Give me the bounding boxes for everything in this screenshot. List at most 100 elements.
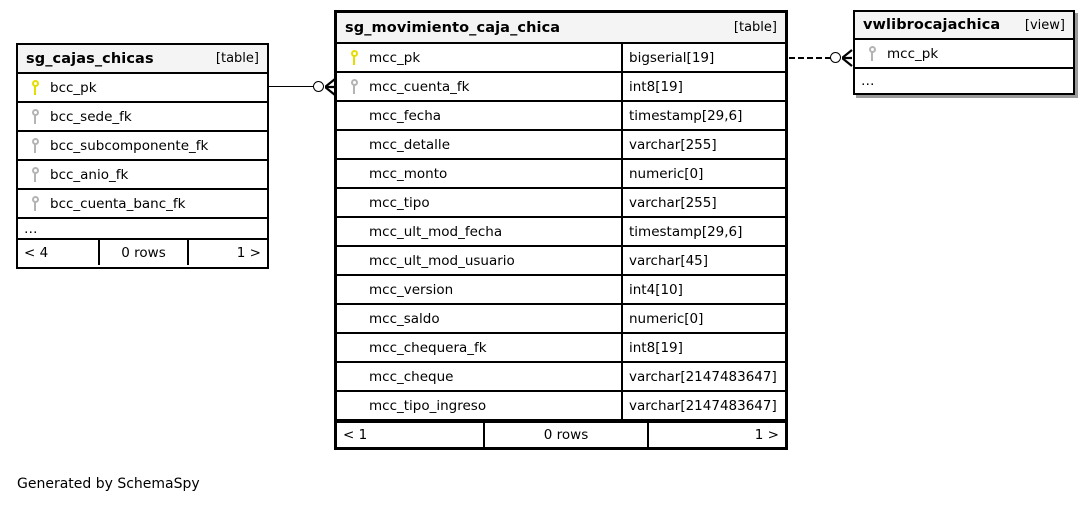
column-type: int8[19] <box>621 334 785 361</box>
more-columns-indicator: … <box>18 219 267 240</box>
column-type: varchar[255] <box>621 131 785 158</box>
generated-by-caption: Generated by SchemaSpy <box>17 476 200 492</box>
table-row[interactable]: bcc_subcomponente_fk <box>18 132 267 161</box>
table-vwlibrocajachica[interactable]: vwlibrocajachica [view] mcc_pk … <box>853 10 1075 95</box>
column-name: mcc_chequera_fk <box>369 339 487 356</box>
table-row[interactable]: mcc_tipo_ingreso varchar[2147483647] <box>337 392 785 421</box>
table-row[interactable]: mcc_cuenta_fk int8[19] <box>337 73 785 102</box>
table-sg_cajas_chicas[interactable]: sg_cajas_chicas [table] bcc_pk bcc_sede_… <box>16 43 269 269</box>
primary-key-icon <box>343 50 365 65</box>
column-type: varchar[2147483647] <box>621 363 785 390</box>
footer-parents-count[interactable]: < 4 <box>24 244 49 261</box>
optional-marker-icon <box>830 52 841 63</box>
column-cell: mcc_tipo <box>337 189 621 216</box>
column-name: mcc_cuenta_fk <box>369 78 470 95</box>
optional-marker-icon <box>313 81 324 92</box>
column-name: bcc_sede_fk <box>50 108 132 125</box>
column-type: varchar[255] <box>621 189 785 216</box>
table-row[interactable]: mcc_detalle varchar[255] <box>337 131 785 160</box>
footer-children-count[interactable]: 1 > <box>187 240 267 265</box>
column-cell: mcc_version <box>337 276 621 303</box>
column-cell: mcc_detalle <box>337 131 621 158</box>
table-row[interactable]: mcc_version int4[10] <box>337 276 785 305</box>
column-name: mcc_saldo <box>369 310 440 327</box>
view-kind-badge: [view] <box>1024 17 1065 33</box>
table-footer: < 4 0 rows 1 > <box>18 240 267 265</box>
column-cell: mcc_chequera_fk <box>337 334 621 361</box>
column-cell: mcc_tipo_ingreso <box>337 392 621 419</box>
table-kind-badge: [table] <box>733 20 777 35</box>
column-name: mcc_ult_mod_usuario <box>369 252 515 269</box>
column-type: numeric[0] <box>621 305 785 332</box>
table-row[interactable]: mcc_saldo numeric[0] <box>337 305 785 334</box>
column-type: int4[10] <box>621 276 785 303</box>
table-kind-badge: [table] <box>215 51 259 66</box>
column-name: mcc_version <box>369 281 454 298</box>
column-name: bcc_anio_fk <box>50 166 129 183</box>
column-name: mcc_ult_mod_fecha <box>369 223 503 240</box>
table-row[interactable]: mcc_cheque varchar[2147483647] <box>337 363 785 392</box>
table-row[interactable]: mcc_tipo varchar[255] <box>337 189 785 218</box>
table-row[interactable]: mcc_ult_mod_fecha timestamp[29,6] <box>337 218 785 247</box>
table-header: sg_movimiento_caja_chica [table] <box>337 13 785 44</box>
foreign-key-icon <box>24 138 46 153</box>
table-row[interactable]: mcc_pk bigserial[19] <box>337 44 785 73</box>
column-name: mcc_pk <box>887 45 939 62</box>
column-cell: mcc_ult_mod_fecha <box>337 218 621 245</box>
column-cell: mcc_fecha <box>337 102 621 129</box>
table-title: sg_movimiento_caja_chica <box>345 19 561 36</box>
column-cell: bcc_cuenta_banc_fk <box>18 190 267 217</box>
relationship-line-dashed <box>789 57 831 59</box>
table-header: sg_cajas_chicas [table] <box>18 45 267 74</box>
column-name: mcc_fecha <box>369 107 442 124</box>
table-row[interactable]: bcc_pk <box>18 74 267 103</box>
table-row[interactable]: mcc_monto numeric[0] <box>337 160 785 189</box>
column-cell: bcc_subcomponente_fk <box>18 132 267 159</box>
column-name: bcc_pk <box>50 79 97 96</box>
column-cell: mcc_pk <box>337 44 621 71</box>
column-type: timestamp[29,6] <box>621 102 785 129</box>
table-row[interactable]: mcc_ult_mod_usuario varchar[45] <box>337 247 785 276</box>
relationship-line <box>269 86 314 87</box>
column-name: bcc_cuenta_banc_fk <box>50 195 186 212</box>
footer-children-count[interactable]: 1 > <box>647 423 785 447</box>
column-cell: mcc_cheque <box>337 363 621 390</box>
column-cell: bcc_anio_fk <box>18 161 267 188</box>
view-title: vwlibrocajachica <box>863 17 1001 33</box>
column-cell: mcc_pk <box>855 40 1073 67</box>
column-cell: bcc_pk <box>18 74 267 101</box>
more-columns-indicator: … <box>861 73 876 89</box>
column-name: mcc_cheque <box>369 368 454 385</box>
column-name: mcc_pk <box>369 49 421 66</box>
table-footer: < 1 0 rows 1 > <box>337 421 785 447</box>
relationship-movimiento-to-vwlibrocajachica <box>789 49 855 67</box>
table-row[interactable]: mcc_fecha timestamp[29,6] <box>337 102 785 131</box>
column-type: varchar[2147483647] <box>621 392 785 419</box>
view-header: vwlibrocajachica [view] <box>855 12 1073 40</box>
column-type: timestamp[29,6] <box>621 218 785 245</box>
column-type: int8[19] <box>621 73 785 100</box>
crows-foot-icon <box>325 78 336 96</box>
table-row[interactable]: mcc_chequera_fk int8[19] <box>337 334 785 363</box>
column-name: mcc_tipo <box>369 194 430 211</box>
footer-parents-count[interactable]: < 1 <box>343 427 368 443</box>
footer-row-count: 0 rows <box>483 423 647 447</box>
footer-row-count: 0 rows <box>98 240 187 265</box>
column-cell: mcc_saldo <box>337 305 621 332</box>
column-type: bigserial[19] <box>621 44 785 71</box>
table-row[interactable]: bcc_cuenta_banc_fk <box>18 190 267 219</box>
table-row[interactable]: bcc_anio_fk <box>18 161 267 190</box>
column-type: numeric[0] <box>621 160 785 187</box>
column-name: mcc_tipo_ingreso <box>369 397 487 414</box>
table-row[interactable]: bcc_sede_fk <box>18 103 267 132</box>
column-cell: bcc_sede_fk <box>18 103 267 130</box>
foreign-key-icon <box>861 46 883 61</box>
foreign-key-icon <box>24 167 46 182</box>
table-row[interactable]: mcc_pk <box>855 40 1073 69</box>
column-name: mcc_detalle <box>369 136 450 153</box>
column-cell: mcc_cuenta_fk <box>337 73 621 100</box>
primary-key-icon <box>24 80 46 95</box>
table-sg_movimiento_caja_chica[interactable]: sg_movimiento_caja_chica [table] mcc_pk … <box>334 10 788 450</box>
foreign-key-icon <box>24 109 46 124</box>
column-type: varchar[45] <box>621 247 785 274</box>
